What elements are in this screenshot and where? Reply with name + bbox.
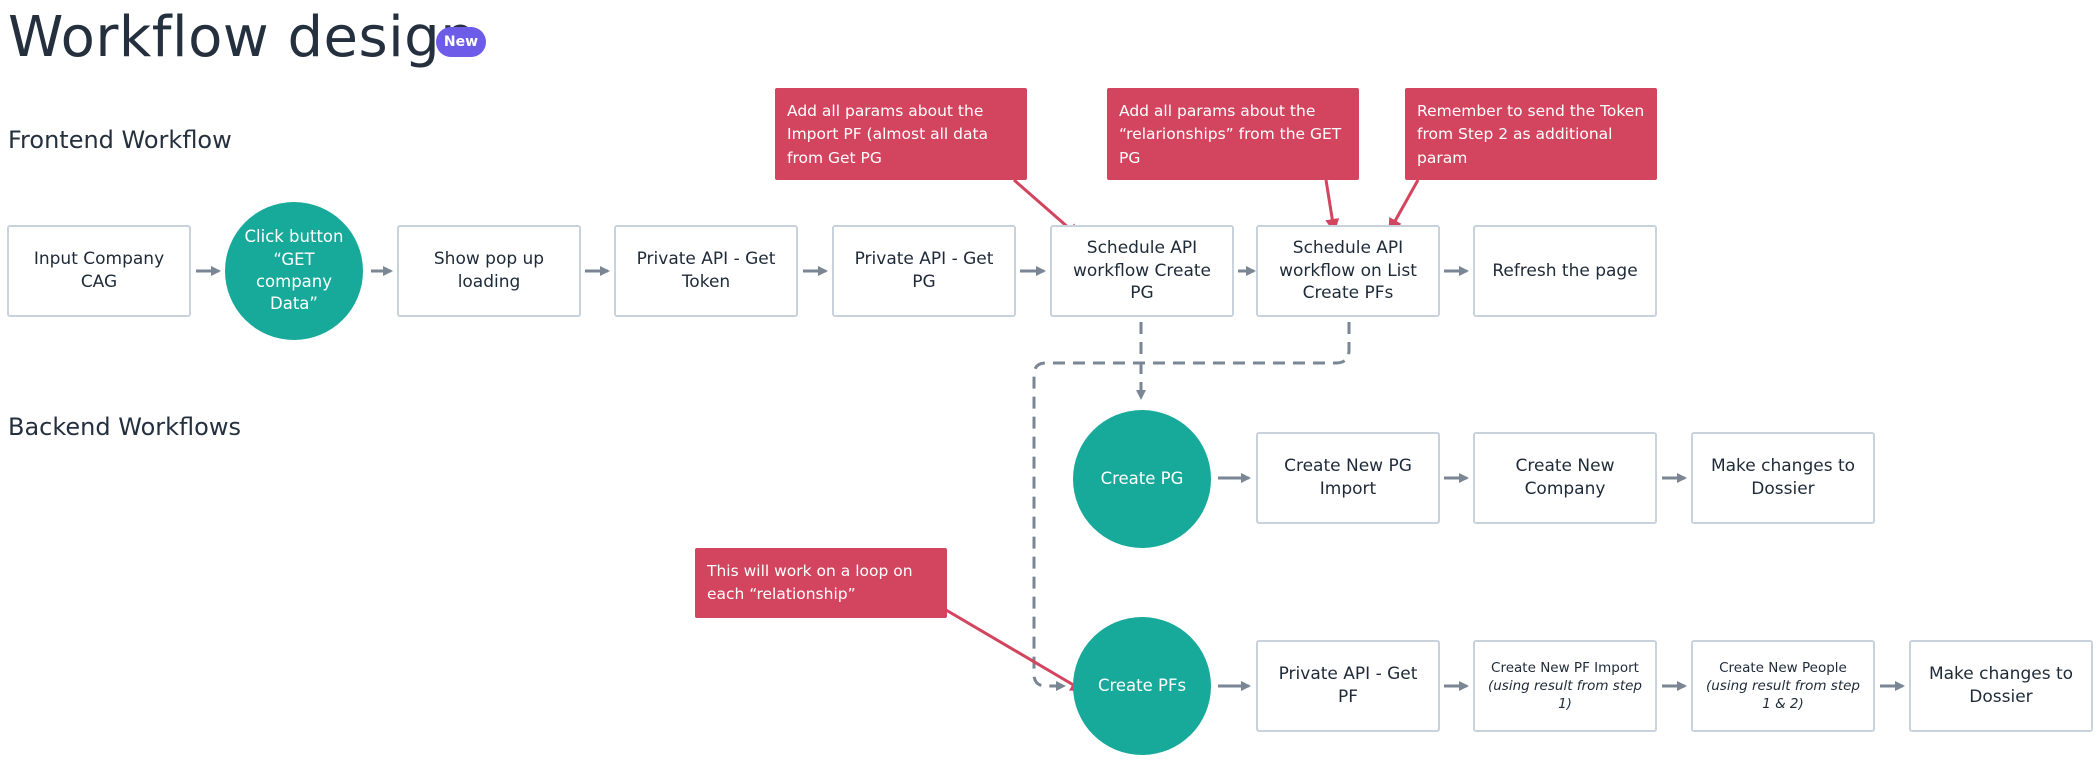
node-create-pg[interactable]: Create PG: [1073, 410, 1211, 548]
step-new-people-note: (using result from step 1 & 2): [1705, 677, 1860, 713]
step-refresh[interactable]: Refresh the page: [1473, 225, 1657, 317]
page-title: Workflow design: [8, 5, 477, 70]
step-pg-dossier[interactable]: Make changes to Dossier: [1691, 432, 1875, 524]
step-new-pf-import-label: Create New PF Import: [1491, 659, 1639, 676]
note-import-pf: Add all params about the Import PF (almo…: [775, 88, 1027, 180]
section-frontend: Frontend Workflow: [8, 126, 232, 154]
step-new-pf-import[interactable]: Create New PF Import (using result from …: [1473, 640, 1657, 732]
step-new-pf-import-note: (using result from step 1): [1487, 677, 1642, 713]
step-pfs-dossier[interactable]: Make changes to Dossier: [1909, 640, 2093, 732]
step-schedule-create-pg[interactable]: Schedule API workflow Create PG: [1050, 225, 1234, 317]
step-new-people-label: Create New People: [1719, 659, 1847, 676]
section-backend: Backend Workflows: [8, 413, 241, 441]
step-input-company[interactable]: Input Company CAG: [7, 225, 191, 317]
step-get-pf[interactable]: Private API - Get PF: [1256, 640, 1440, 732]
step-new-company[interactable]: Create New Company: [1473, 432, 1657, 524]
step-new-pg-import[interactable]: Create New PG Import: [1256, 432, 1440, 524]
pointer-relationships-note: [1324, 179, 1340, 233]
step-new-people[interactable]: Create New People (using result from ste…: [1691, 640, 1875, 732]
node-create-pfs[interactable]: Create PFs: [1073, 617, 1211, 755]
step-click-button[interactable]: Click button “GET company Data”: [225, 202, 363, 340]
note-token: Remember to send the Token from Step 2 a…: [1405, 88, 1657, 180]
pointer-loop-note: [945, 608, 1085, 692]
step-get-token[interactable]: Private API - Get Token: [614, 225, 798, 317]
step-show-popup[interactable]: Show pop up loading: [397, 225, 581, 317]
note-relationships: Add all params about the “relarionships”…: [1107, 88, 1359, 180]
step-schedule-list-pfs[interactable]: Schedule API workflow on List Create PFs: [1256, 225, 1440, 317]
note-loop: This will work on a loop on each “relati…: [695, 548, 947, 618]
new-badge: New: [436, 27, 486, 57]
pointer-token-note: [1388, 179, 1420, 233]
step-get-pg[interactable]: Private API - Get PG: [832, 225, 1016, 317]
